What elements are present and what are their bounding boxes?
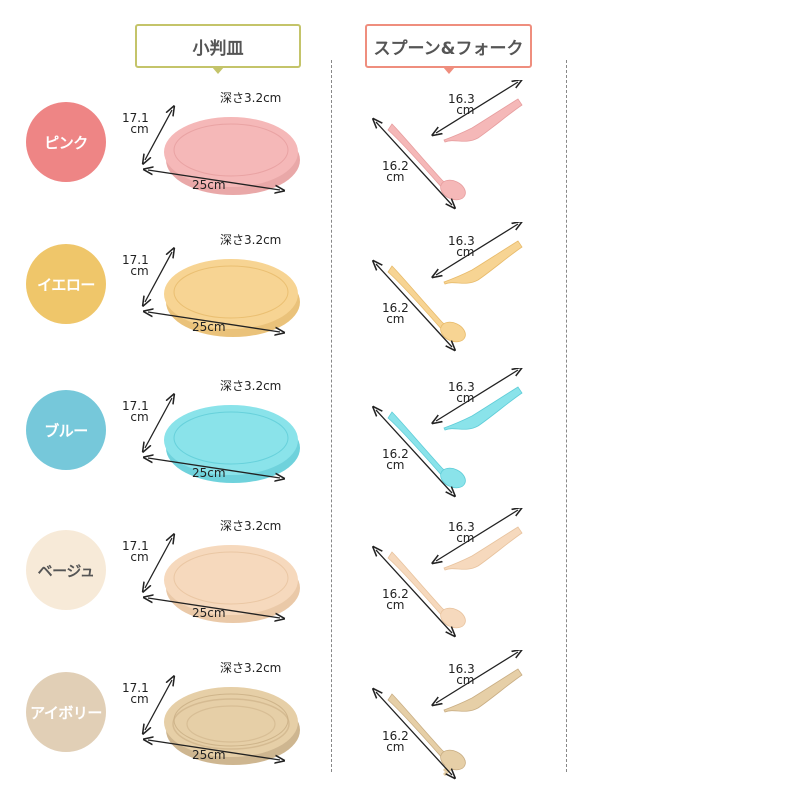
length-label: 25cm	[192, 466, 226, 480]
plate-header-label: 小判皿	[192, 38, 244, 59]
spoon-length-value: 16.2	[382, 587, 409, 601]
oval-plate	[110, 232, 300, 337]
width-unit: cm	[130, 410, 149, 424]
length-label: 25cm	[192, 748, 226, 762]
width-unit: cm	[130, 550, 149, 564]
oval-plate	[110, 660, 300, 765]
color-badge: ピンク	[26, 102, 106, 182]
cutlery-header: スプーン&フォーク	[365, 24, 532, 74]
width-value: 17.1	[122, 111, 149, 125]
oval-plate	[110, 90, 300, 195]
oval-plate	[110, 518, 300, 623]
depth-label: 深さ3.2cm	[220, 233, 282, 247]
width-unit: cm	[130, 264, 149, 278]
spoon-and-fork	[360, 368, 540, 508]
width-value: 17.1	[122, 253, 149, 267]
fork-length-value: 16.3	[448, 520, 475, 534]
spoon-length-value: 16.2	[382, 729, 409, 743]
color-name: ブルー	[44, 421, 88, 440]
spoon-length-unit: cm	[386, 170, 405, 184]
color-badge: アイボリー	[26, 672, 106, 752]
depth-label: 深さ3.2cm	[220, 661, 282, 675]
spoon-and-fork	[360, 222, 540, 362]
fork-length-unit: cm	[456, 103, 475, 117]
column-divider-left	[331, 60, 332, 772]
depth-label: 深さ3.2cm	[220, 379, 282, 393]
spoon-and-fork	[360, 80, 540, 220]
fork-length-unit: cm	[456, 531, 475, 545]
fork-length-value: 16.3	[448, 92, 475, 106]
fork-length-unit: cm	[456, 391, 475, 405]
column-divider-right	[566, 60, 567, 772]
color-name: ベージュ	[37, 561, 95, 580]
spoon-length-value: 16.2	[382, 159, 409, 173]
width-value: 17.1	[122, 681, 149, 695]
header-pointer	[442, 67, 455, 74]
cutlery-header-label: スプーン&フォーク	[373, 38, 524, 59]
width-value: 17.1	[122, 539, 149, 553]
oval-plate	[110, 378, 300, 483]
fork-length-value: 16.3	[448, 380, 475, 394]
fork-length-value: 16.3	[448, 234, 475, 248]
length-label: 25cm	[192, 178, 226, 192]
depth-label: 深さ3.2cm	[220, 519, 282, 533]
spoon-length-value: 16.2	[382, 301, 409, 315]
color-name: イエロー	[37, 275, 95, 294]
spoon-and-fork	[360, 508, 540, 648]
width-unit: cm	[130, 122, 149, 136]
spoon-length-unit: cm	[386, 740, 405, 754]
color-name: ピンク	[44, 133, 88, 152]
fork-length-unit: cm	[456, 673, 475, 687]
length-label: 25cm	[192, 606, 226, 620]
spoon-length-unit: cm	[386, 312, 405, 326]
length-label: 25cm	[192, 320, 226, 334]
fork-length-unit: cm	[456, 245, 475, 259]
spoon-and-fork	[360, 650, 540, 790]
color-name: アイボリー	[30, 703, 102, 722]
width-unit: cm	[130, 692, 149, 706]
depth-label: 深さ3.2cm	[220, 91, 282, 105]
plate-header: 小判皿	[135, 24, 301, 74]
fork-length-value: 16.3	[448, 662, 475, 676]
header-pointer	[212, 67, 224, 74]
color-badge: ベージュ	[26, 530, 106, 610]
spoon-length-unit: cm	[386, 598, 405, 612]
spoon-length-unit: cm	[386, 458, 405, 472]
color-badge: ブルー	[26, 390, 106, 470]
color-badge: イエロー	[26, 244, 106, 324]
width-value: 17.1	[122, 399, 149, 413]
spoon-length-value: 16.2	[382, 447, 409, 461]
